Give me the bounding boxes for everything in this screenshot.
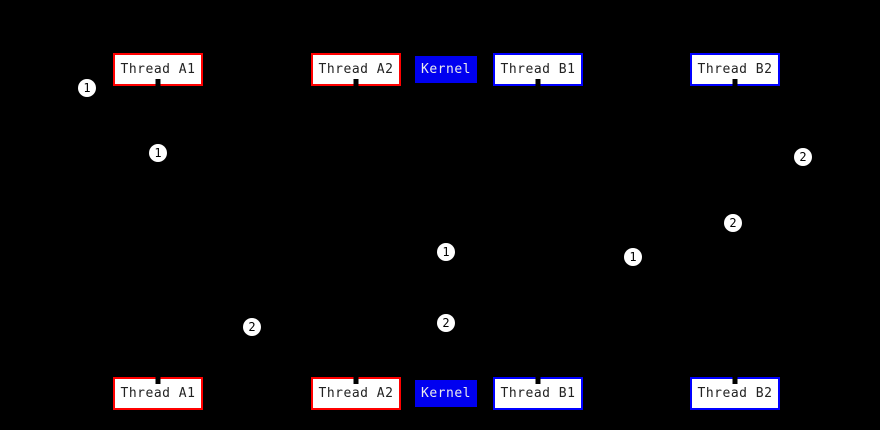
lifeline-notch bbox=[732, 79, 738, 87]
participant-thread-a2-bottom: Thread A2 bbox=[311, 376, 401, 410]
sequence-number: 1 bbox=[83, 81, 91, 95]
participant-thread-b2-top: Thread B2 bbox=[690, 53, 780, 87]
sequence-number-badge: 1 bbox=[624, 248, 642, 266]
participant-thread-b1-top: Thread B1 bbox=[493, 53, 583, 87]
sequence-number: 1 bbox=[442, 245, 450, 259]
participant-kernel-top: Kernel bbox=[415, 56, 477, 83]
sequence-number: 1 bbox=[154, 146, 162, 160]
participant-thread-b1-bottom: Thread B1 bbox=[493, 376, 583, 410]
participant-label: Thread A1 bbox=[120, 62, 196, 77]
sequence-number: 2 bbox=[799, 150, 807, 164]
participant-thread-a1-bottom: Thread A1 bbox=[113, 376, 203, 410]
participant-label: Thread B2 bbox=[697, 62, 773, 77]
sequence-number: 2 bbox=[729, 216, 737, 230]
participant-label: Kernel bbox=[421, 386, 471, 401]
participant-thread-b2-bottom: Thread B2 bbox=[690, 376, 780, 410]
participant-label: Thread B1 bbox=[500, 386, 576, 401]
participant-label: Thread B2 bbox=[697, 386, 773, 401]
lifeline-notch bbox=[732, 376, 738, 384]
lifeline-notch bbox=[353, 376, 359, 384]
participant-label: Thread A1 bbox=[120, 386, 196, 401]
lifeline-notch bbox=[535, 79, 541, 87]
participant-thread-a2-top: Thread A2 bbox=[311, 53, 401, 87]
sequence-number-badge: 2 bbox=[724, 214, 742, 232]
sequence-number: 1 bbox=[629, 250, 637, 264]
lifeline-notch bbox=[535, 376, 541, 384]
participant-kernel-bottom: Kernel bbox=[415, 380, 477, 407]
sequence-number-badge: 1 bbox=[437, 243, 455, 261]
participant-label: Thread B1 bbox=[500, 62, 576, 77]
lifeline-notch bbox=[155, 79, 161, 87]
participant-thread-a1-top: Thread A1 bbox=[113, 53, 203, 87]
sequence-number-badge: 2 bbox=[437, 314, 455, 332]
sequence-number: 2 bbox=[442, 316, 450, 330]
sequence-number-badge: 1 bbox=[149, 144, 167, 162]
lifeline-notch bbox=[353, 79, 359, 87]
sequence-number: 2 bbox=[248, 320, 256, 334]
lifeline-notch bbox=[155, 376, 161, 384]
sequence-number-badge: 1 bbox=[78, 79, 96, 97]
participant-label: Thread A2 bbox=[318, 62, 394, 77]
participant-label: Kernel bbox=[421, 62, 471, 77]
sequence-number-badge: 2 bbox=[794, 148, 812, 166]
participant-label: Thread A2 bbox=[318, 386, 394, 401]
sequence-number-badge: 2 bbox=[243, 318, 261, 336]
